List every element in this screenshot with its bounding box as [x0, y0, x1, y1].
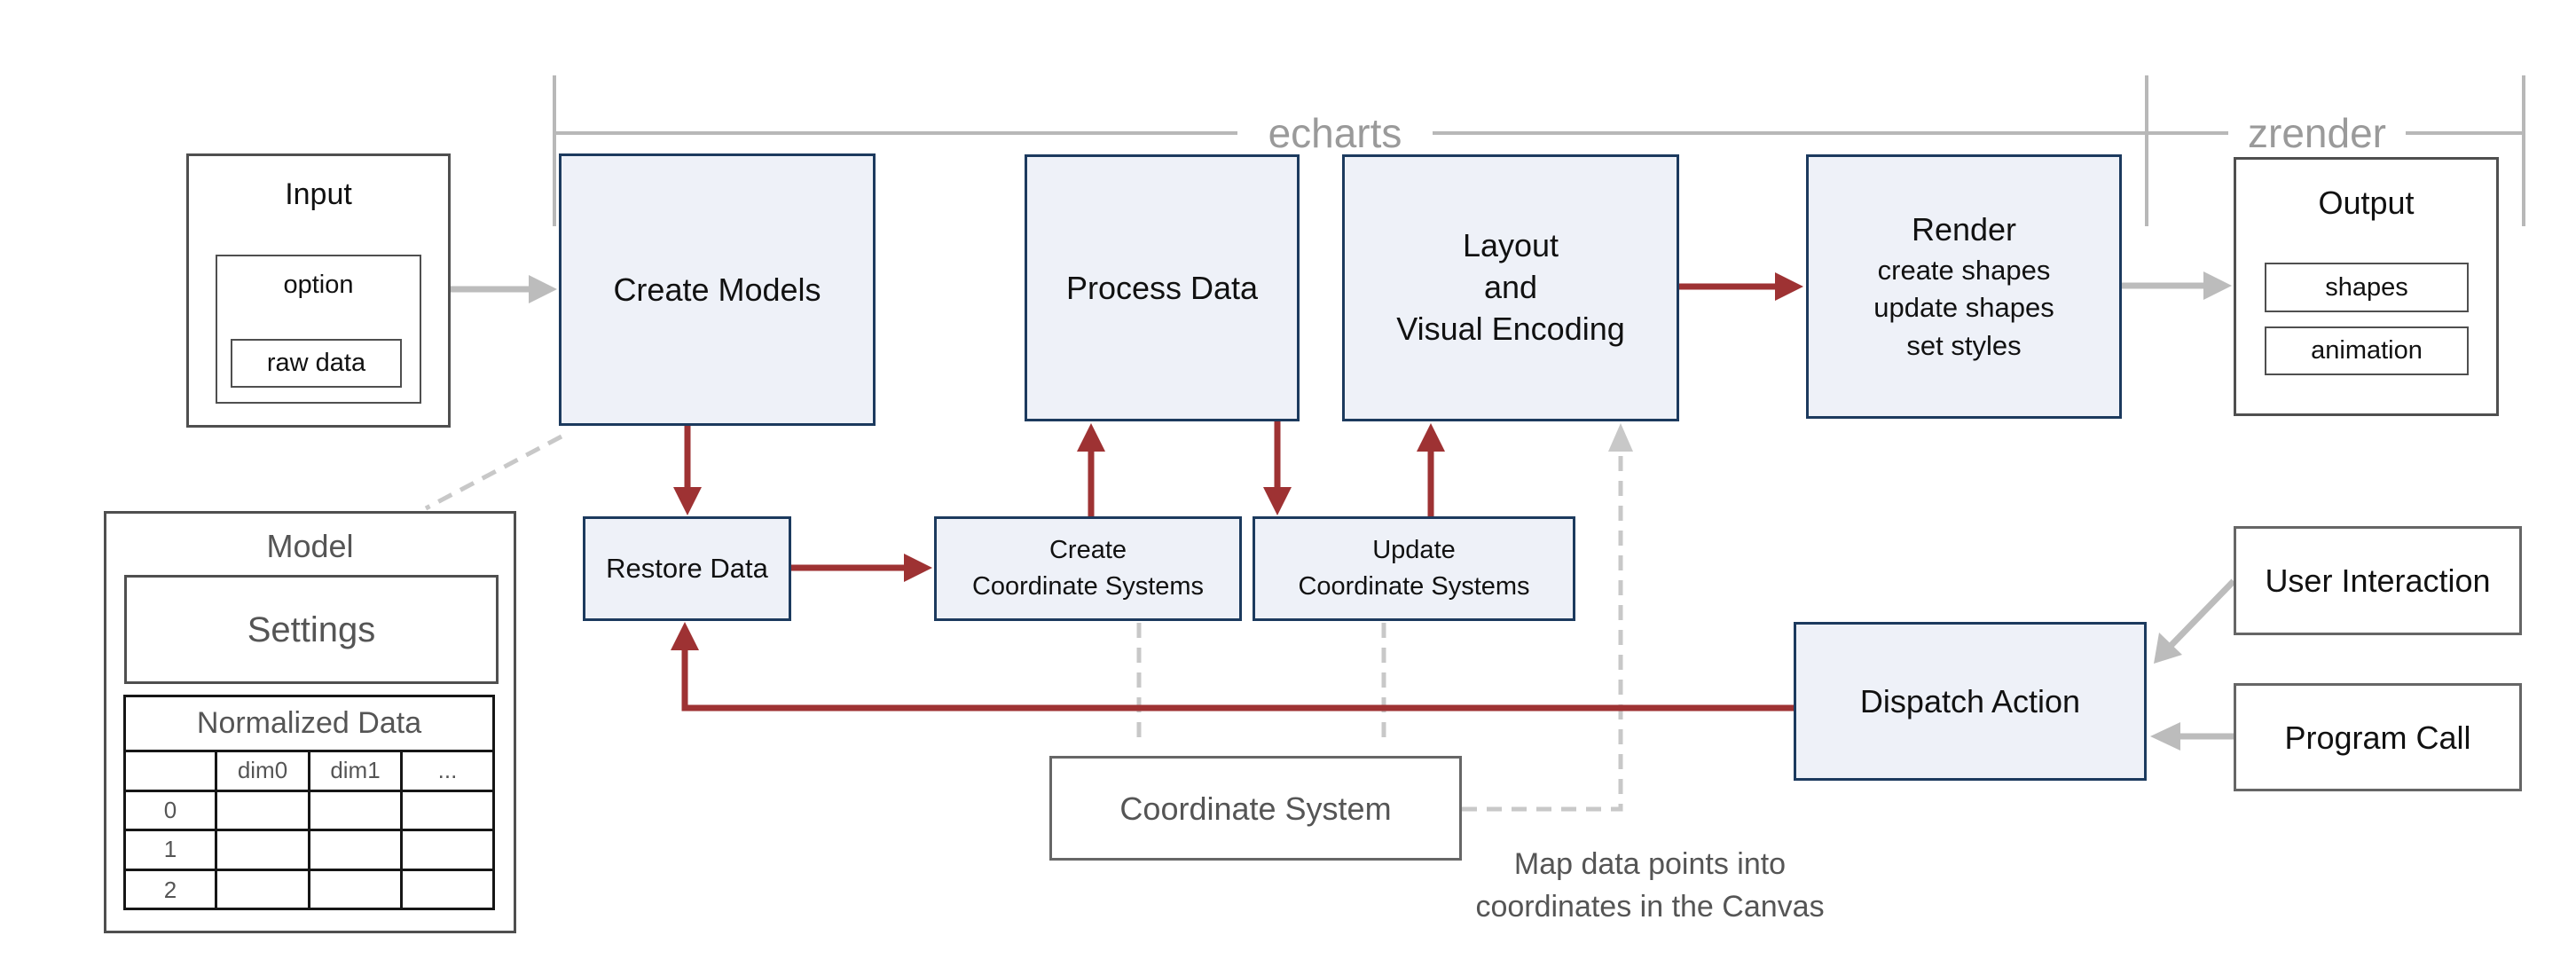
create-models-box: Create Models: [559, 153, 876, 426]
arrow-create-coord-to-process-head: [1077, 423, 1105, 452]
restore-data-label: Restore Data: [606, 552, 768, 584]
create-coord-line-2: Coordinate Systems: [971, 572, 1205, 601]
render-line-2: update shapes: [1873, 292, 2054, 324]
bracket-lines: [553, 75, 2525, 226]
table-col-dim1: dim1: [310, 752, 403, 792]
animation-box: animation: [2265, 326, 2469, 375]
table-cell: [403, 871, 492, 911]
restore-data-box: Restore Data: [583, 516, 791, 621]
dashed-arrow-head-into-layout: [1608, 423, 1633, 452]
arrow-update-coord-to-layout-head: [1417, 423, 1445, 452]
arrow-create-models-to-restore-head: [673, 487, 702, 515]
render-box: Render create shapes update shapes set s…: [1806, 154, 2122, 419]
raw-data-label: raw data: [266, 349, 366, 378]
coordinate-system-label: Coordinate System: [1119, 790, 1392, 827]
dashed-create-models-to-model: [424, 434, 563, 511]
table-col-ellipsis: ...: [403, 752, 492, 792]
shapes-box: shapes: [2265, 263, 2469, 312]
table-cell: [403, 792, 492, 831]
coordinate-system-box: Coordinate System: [1049, 756, 1462, 861]
create-coordinate-systems-box: Create Coordinate Systems: [934, 516, 1242, 621]
program-call-box: Program Call: [2234, 683, 2522, 791]
layout-line-1: Layout: [1462, 227, 1559, 264]
arrow-user-interaction-to-dispatch-head: [2154, 633, 2182, 664]
red-arrows: [671, 272, 1803, 712]
dashed-connectors: [424, 434, 1623, 812]
program-call-label: Program Call: [2284, 719, 2471, 756]
animation-label: animation: [2311, 336, 2423, 366]
bracket-label-zrender: zrender: [2228, 102, 2406, 164]
arrow-layout-to-render-head: [1775, 272, 1803, 301]
process-data-box: Process Data: [1025, 154, 1300, 421]
arrow-user-interaction-to-dispatch-shaft: [2169, 578, 2236, 648]
table-cell: [217, 791, 310, 831]
table-corner-cell: [126, 752, 217, 792]
layout-line-2: and: [1483, 269, 1538, 306]
option-label: option: [283, 271, 354, 299]
raw-data-box: raw data: [231, 339, 402, 388]
output-title: Output: [2318, 185, 2415, 221]
settings-label: Settings: [247, 609, 376, 649]
table-cell: [310, 831, 403, 871]
update-coord-line-1: Update: [1372, 536, 1456, 565]
layout-visual-encoding-box: Layout and Visual Encoding: [1342, 154, 1679, 421]
table-row-label-0: 0: [126, 791, 217, 831]
normalized-data-title: Normalized Data: [126, 697, 492, 752]
render-line-3: set styles: [1906, 330, 2022, 362]
annotation-line-1: Map data points into: [1513, 847, 1787, 881]
dispatch-action-box: Dispatch Action: [1794, 622, 2147, 781]
arrow-render-to-output-head: [2203, 271, 2232, 300]
table-row-label-2: 2: [126, 870, 217, 910]
render-line-1: create shapes: [1877, 254, 2051, 286]
arrow-dispatch-to-restore-head: [671, 622, 699, 650]
create-coord-line-1: Create: [1048, 536, 1127, 565]
bracket-label-echarts: echarts: [1237, 102, 1433, 164]
normalized-data-table: Normalized Data dim0 dim1 ... 0 1 2: [123, 695, 495, 910]
create-models-label: Create Models: [613, 271, 821, 308]
table-cell: [403, 831, 492, 871]
table-row-label-1: 1: [126, 831, 217, 871]
arrow-program-call-to-dispatch-head: [2150, 722, 2180, 751]
table-cell: [310, 870, 403, 910]
arrow-process-to-update-coord-head: [1263, 487, 1292, 515]
arrow-dispatch-to-restore-elbow: [681, 650, 1794, 712]
table-cell: [217, 831, 310, 871]
update-coordinate-systems-box: Update Coordinate Systems: [1253, 516, 1575, 621]
arrow-restore-to-create-coord-head: [904, 554, 932, 582]
settings-box: Settings: [124, 575, 499, 684]
gray-arrows: [451, 271, 2236, 751]
normalized-data-grid: dim0 dim1 ... 0 1 2: [126, 752, 492, 910]
dispatch-action-label: Dispatch Action: [1859, 683, 2081, 719]
dashed-coordinate-system-to-layout: [1462, 448, 1623, 812]
layout-line-3: Visual Encoding: [1396, 310, 1625, 347]
shapes-label: shapes: [2325, 272, 2408, 302]
model-title: Model: [266, 528, 354, 564]
map-data-annotation: Map data points into coordinates in the …: [1455, 843, 1845, 928]
table-cell: [217, 870, 310, 910]
render-title: Render: [1911, 211, 2017, 248]
input-title: Input: [285, 177, 352, 211]
update-coord-line-2: Coordinate Systems: [1298, 572, 1530, 601]
table-cell: [310, 791, 403, 831]
arrow-input-to-create-models-head: [529, 275, 557, 303]
user-interaction-label: User Interaction: [2265, 562, 2491, 599]
user-interaction-box: User Interaction: [2234, 526, 2522, 635]
table-col-dim0: dim0: [217, 752, 310, 792]
process-data-label: Process Data: [1065, 270, 1259, 306]
annotation-line-2: coordinates in the Canvas: [1475, 890, 1825, 924]
